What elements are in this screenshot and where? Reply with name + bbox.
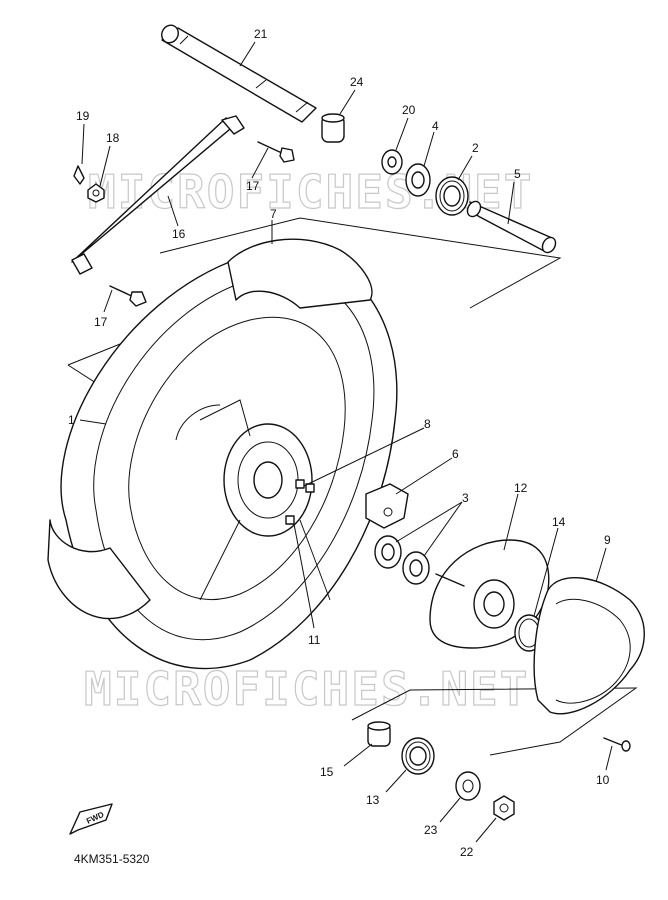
callout-13: 13: [366, 793, 380, 807]
wheel-bearing-part: [374, 535, 430, 585]
assembly-frame-bottom: [351, 687, 638, 756]
lower-bearing-part: [401, 737, 435, 775]
callout-15: 15: [320, 765, 334, 779]
oil-seal-part: [405, 163, 431, 197]
diagram-code: 4KM351-5320: [74, 852, 150, 866]
screw-part: [603, 737, 631, 752]
leader-lines: [79, 41, 613, 843]
callout-20: 20: [402, 103, 416, 117]
collar-part: [381, 149, 403, 175]
callout-18: 18: [106, 131, 120, 145]
spacer-tube-part: [466, 200, 557, 254]
callout-7: 7: [270, 207, 277, 221]
callout-11: 11: [308, 633, 321, 647]
forward-arrow-icon: FWD: [69, 803, 113, 835]
lower-collar-part: [367, 721, 391, 747]
callout-16: 16: [172, 227, 186, 241]
pinch-bar-part: [71, 115, 245, 275]
bearing-part: [435, 176, 469, 216]
axle-nut-part: [493, 795, 515, 821]
hub-bolt-part: [285, 479, 315, 525]
callout-4: 4: [432, 119, 439, 133]
bolt-upper-part: [257, 141, 295, 163]
callout-numbers: 21 24 20 4 2 5 19 18 17 16 7 17 1 8 6 3 …: [68, 27, 611, 859]
callout-17-lower: 17: [94, 315, 108, 329]
callout-10: 10: [596, 773, 610, 787]
callout-24: 24: [350, 75, 364, 89]
callout-9: 9: [604, 533, 611, 547]
callout-21: 21: [254, 27, 268, 41]
callout-14: 14: [552, 515, 566, 529]
cotter-pin-part: [73, 165, 85, 185]
bolt-lower-part: [109, 285, 147, 307]
callout-19: 19: [76, 109, 90, 123]
callout-1: 1: [68, 413, 75, 427]
nut-part: [87, 183, 105, 203]
brake-plate-part: [533, 577, 645, 715]
callout-8: 8: [424, 417, 431, 431]
spacer-part: [321, 113, 345, 143]
callout-6: 6: [452, 447, 459, 461]
callout-12: 12: [514, 481, 528, 495]
callout-5: 5: [514, 167, 521, 181]
washer-part: [455, 771, 481, 801]
callout-17-upper: 17: [246, 179, 260, 193]
wheel-assembly-part: [47, 238, 398, 670]
callout-23: 23: [424, 823, 438, 837]
callout-2: 2: [472, 141, 479, 155]
callout-3: 3: [462, 491, 469, 505]
callout-22: 22: [460, 845, 474, 859]
axle-part: [161, 24, 317, 123]
watermark-bottom: MICROFICHES.NET: [84, 662, 529, 716]
meter-clutch-part: [365, 483, 409, 529]
